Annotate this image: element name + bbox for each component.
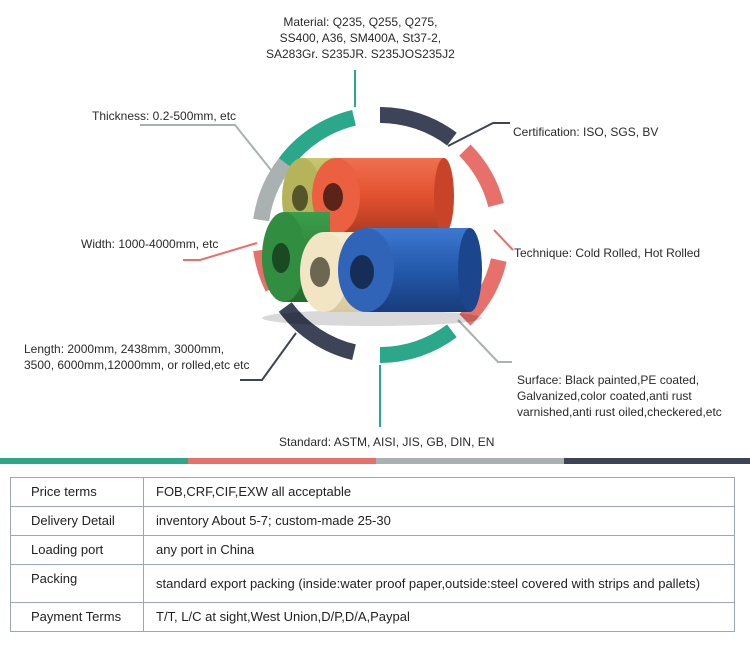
table-row: Delivery Detail inventory About 5-7; cus…	[10, 506, 735, 536]
table-row: Packing standard export packing (inside:…	[10, 564, 735, 603]
divider-coral	[188, 458, 376, 464]
divider-navy	[564, 458, 750, 464]
row-key: Price terms	[10, 477, 144, 507]
coil-blue	[338, 228, 482, 312]
coil-shadow	[262, 310, 482, 326]
ring-arc-top-teal	[278, 110, 357, 168]
surface-line-1: Surface: Black painted,PE coated,	[517, 373, 700, 387]
row-value: T/T, L/C at sight,West Union,D/P,D/A,Pay…	[143, 602, 735, 632]
material-line-2: SS400, A36, SM400A, St37-2,	[279, 31, 442, 45]
surface-label: Surface: Black painted,PE coated, Galvan…	[517, 372, 722, 420]
coil-red	[312, 158, 454, 234]
divider-gray	[376, 458, 564, 464]
ring-arc-bottom-navy	[278, 302, 357, 360]
row-key: Packing	[10, 564, 144, 603]
leader-technique	[493, 229, 514, 251]
leader-certification	[447, 122, 510, 147]
leader-thickness	[140, 124, 272, 171]
length-line-1: Length: 2000mm, 2438mm, 3000mm,	[24, 342, 225, 356]
surface-line-3: varnished,anti rust oiled,checkered,etc	[517, 405, 722, 419]
thickness-label: Thickness: 0.2-500mm, etc	[92, 109, 237, 123]
material-label: Material: Q235, Q255, Q275, SS400, A36, …	[266, 14, 455, 62]
table-row: Loading port any port in China	[10, 535, 735, 565]
row-value: inventory About 5-7; custom-made 25-30	[143, 506, 735, 536]
width-label: Width: 1000-4000mm, etc	[81, 237, 219, 251]
row-value: FOB,CRF,CIF,EXW all acceptable	[143, 477, 735, 507]
row-key: Loading port	[10, 535, 144, 565]
coil-diagram	[140, 70, 514, 427]
ring-arc-top-navy	[379, 107, 457, 146]
ring-arc-left-gray	[253, 158, 292, 222]
length-line-2: 3500, 6000mm,12000mm, or rolled,etc etc	[24, 358, 250, 372]
spec-table: Price terms FOB,CRF,CIF,EXW all acceptab…	[10, 477, 735, 632]
technique-label: Technique: Cold Rolled, Hot Rolled	[514, 246, 701, 260]
material-line-1: Material: Q235, Q255, Q275,	[283, 15, 438, 29]
row-key: Payment Terms	[10, 602, 144, 632]
ring-arc-bottom-teal	[379, 324, 457, 363]
ring-arc-right-coral-2	[459, 258, 507, 326]
divider-teal	[0, 458, 188, 464]
color-divider	[0, 458, 750, 464]
material-line-3: SA283Gr. S235JR. S235JOS235J2	[266, 47, 455, 61]
row-key: Delivery Detail	[10, 506, 144, 536]
surface-line-2: Galvanized,color coated,anti rust	[517, 389, 692, 403]
table-row: Payment Terms T/T, L/C at sight,West Uni…	[10, 602, 735, 632]
length-label: Length: 2000mm, 2438mm, 3000mm, 3500, 60…	[24, 341, 249, 373]
leader-width	[183, 242, 258, 261]
row-value: standard export packing (inside:water pr…	[143, 564, 735, 603]
certification-label: Certification: ISO, SGS, BV	[513, 125, 659, 139]
row-value: any port in China	[143, 535, 735, 565]
leader-length	[240, 332, 297, 381]
table-row: Price terms FOB,CRF,CIF,EXW all acceptab…	[10, 477, 735, 507]
ring-arc-right-coral	[459, 144, 504, 208]
standard-label: Standard: ASTM, AISI, JIS, GB, DIN, EN	[279, 435, 495, 449]
leader-surface	[457, 319, 512, 363]
